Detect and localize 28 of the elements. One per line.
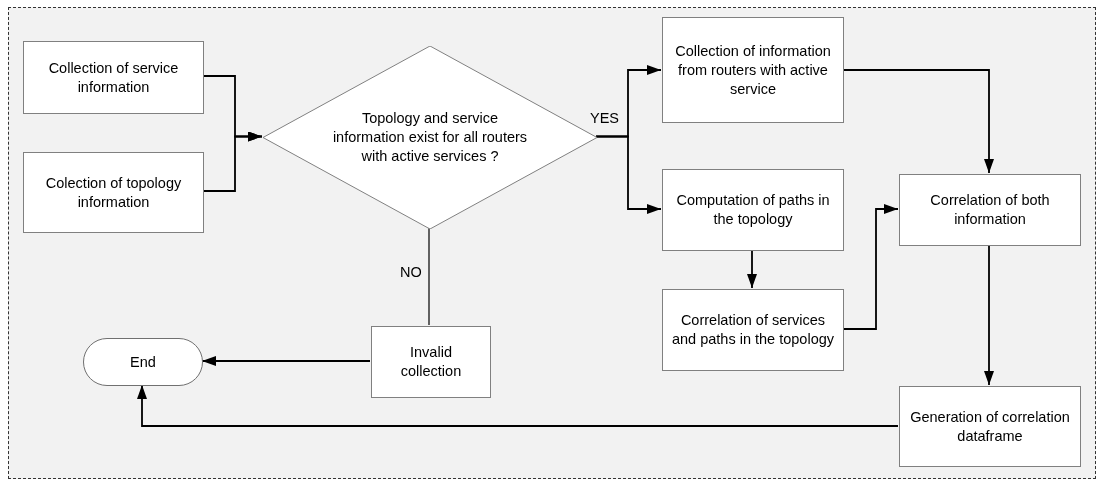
node-label: Colection of topology information: [44, 173, 183, 212]
arrow: [842, 204, 899, 330]
node-label: Invalid collection: [399, 343, 463, 381]
arrow: [747, 249, 757, 289]
node-label: Correlation of services and paths in the topology: [671, 311, 835, 349]
node-label: Correlation of both information: [929, 191, 1051, 229]
node-label: Collection of service information: [47, 58, 180, 97]
arrow: [984, 244, 994, 386]
process-box: [23, 41, 204, 114]
node-label: Computation of paths in the topology: [675, 191, 831, 229]
arrow: [842, 69, 994, 174]
process-box: [371, 326, 491, 398]
arrow: [595, 135, 662, 214]
node-label: End: [130, 352, 156, 372]
dashed-frame: [8, 7, 1096, 479]
process-box: [662, 169, 844, 251]
process-box: [23, 152, 204, 233]
node-label: Topology and service information exist for all routers with active services ?: [331, 109, 529, 166]
process-box: [899, 174, 1081, 246]
arrow: [201, 356, 371, 366]
process-box: [899, 386, 1081, 467]
node-label: Collection of information from routers with active service: [674, 41, 832, 99]
process-box: [662, 289, 844, 371]
terminal-shape: [83, 338, 203, 386]
arrow: [137, 384, 899, 427]
process-box: [662, 17, 844, 123]
node-label: Generation of correlation dataframe: [909, 407, 1071, 446]
arrow: [202, 131, 263, 192]
